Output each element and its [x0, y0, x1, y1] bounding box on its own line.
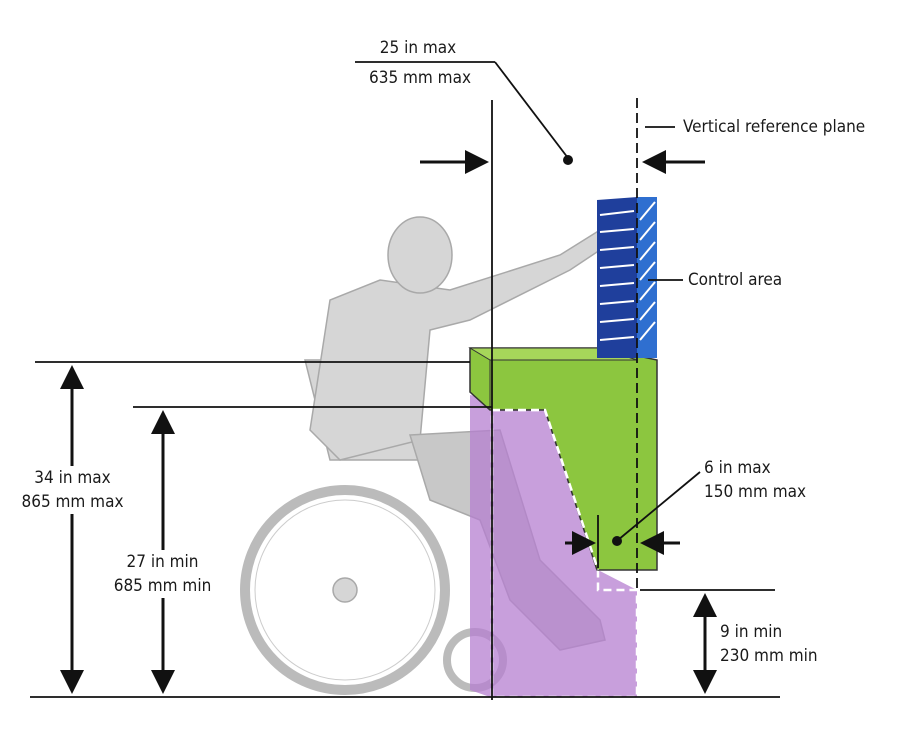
- reference-plane-label: Vertical reference plane: [683, 117, 866, 137]
- control-area: [597, 197, 657, 358]
- toe-depth-leader: [617, 471, 701, 541]
- toe-clearance-metric: 230 mm min: [720, 646, 818, 666]
- toe-clearance-imperial: 9 in min: [720, 622, 783, 642]
- control-area-label: Control area: [688, 270, 783, 290]
- toe-depth-imperial: 6 in max: [704, 458, 771, 478]
- counter-height-imperial: 34 in max: [5, 466, 140, 490]
- reach-dot: [563, 155, 573, 165]
- counter-height-metric: 865 mm max: [5, 490, 140, 514]
- toe-depth-dot: [612, 536, 622, 546]
- reach-depth-imperial: 25 in max: [379, 38, 457, 58]
- toe-depth-metric: 150 mm max: [704, 482, 807, 502]
- knee-clearance-metric: 685 mm min: [100, 574, 225, 598]
- knee-clearance-imperial: 27 in min: [100, 550, 225, 574]
- reach-depth-metric: 635 mm max: [368, 68, 472, 88]
- reach-leader-diagonal: [494, 61, 569, 159]
